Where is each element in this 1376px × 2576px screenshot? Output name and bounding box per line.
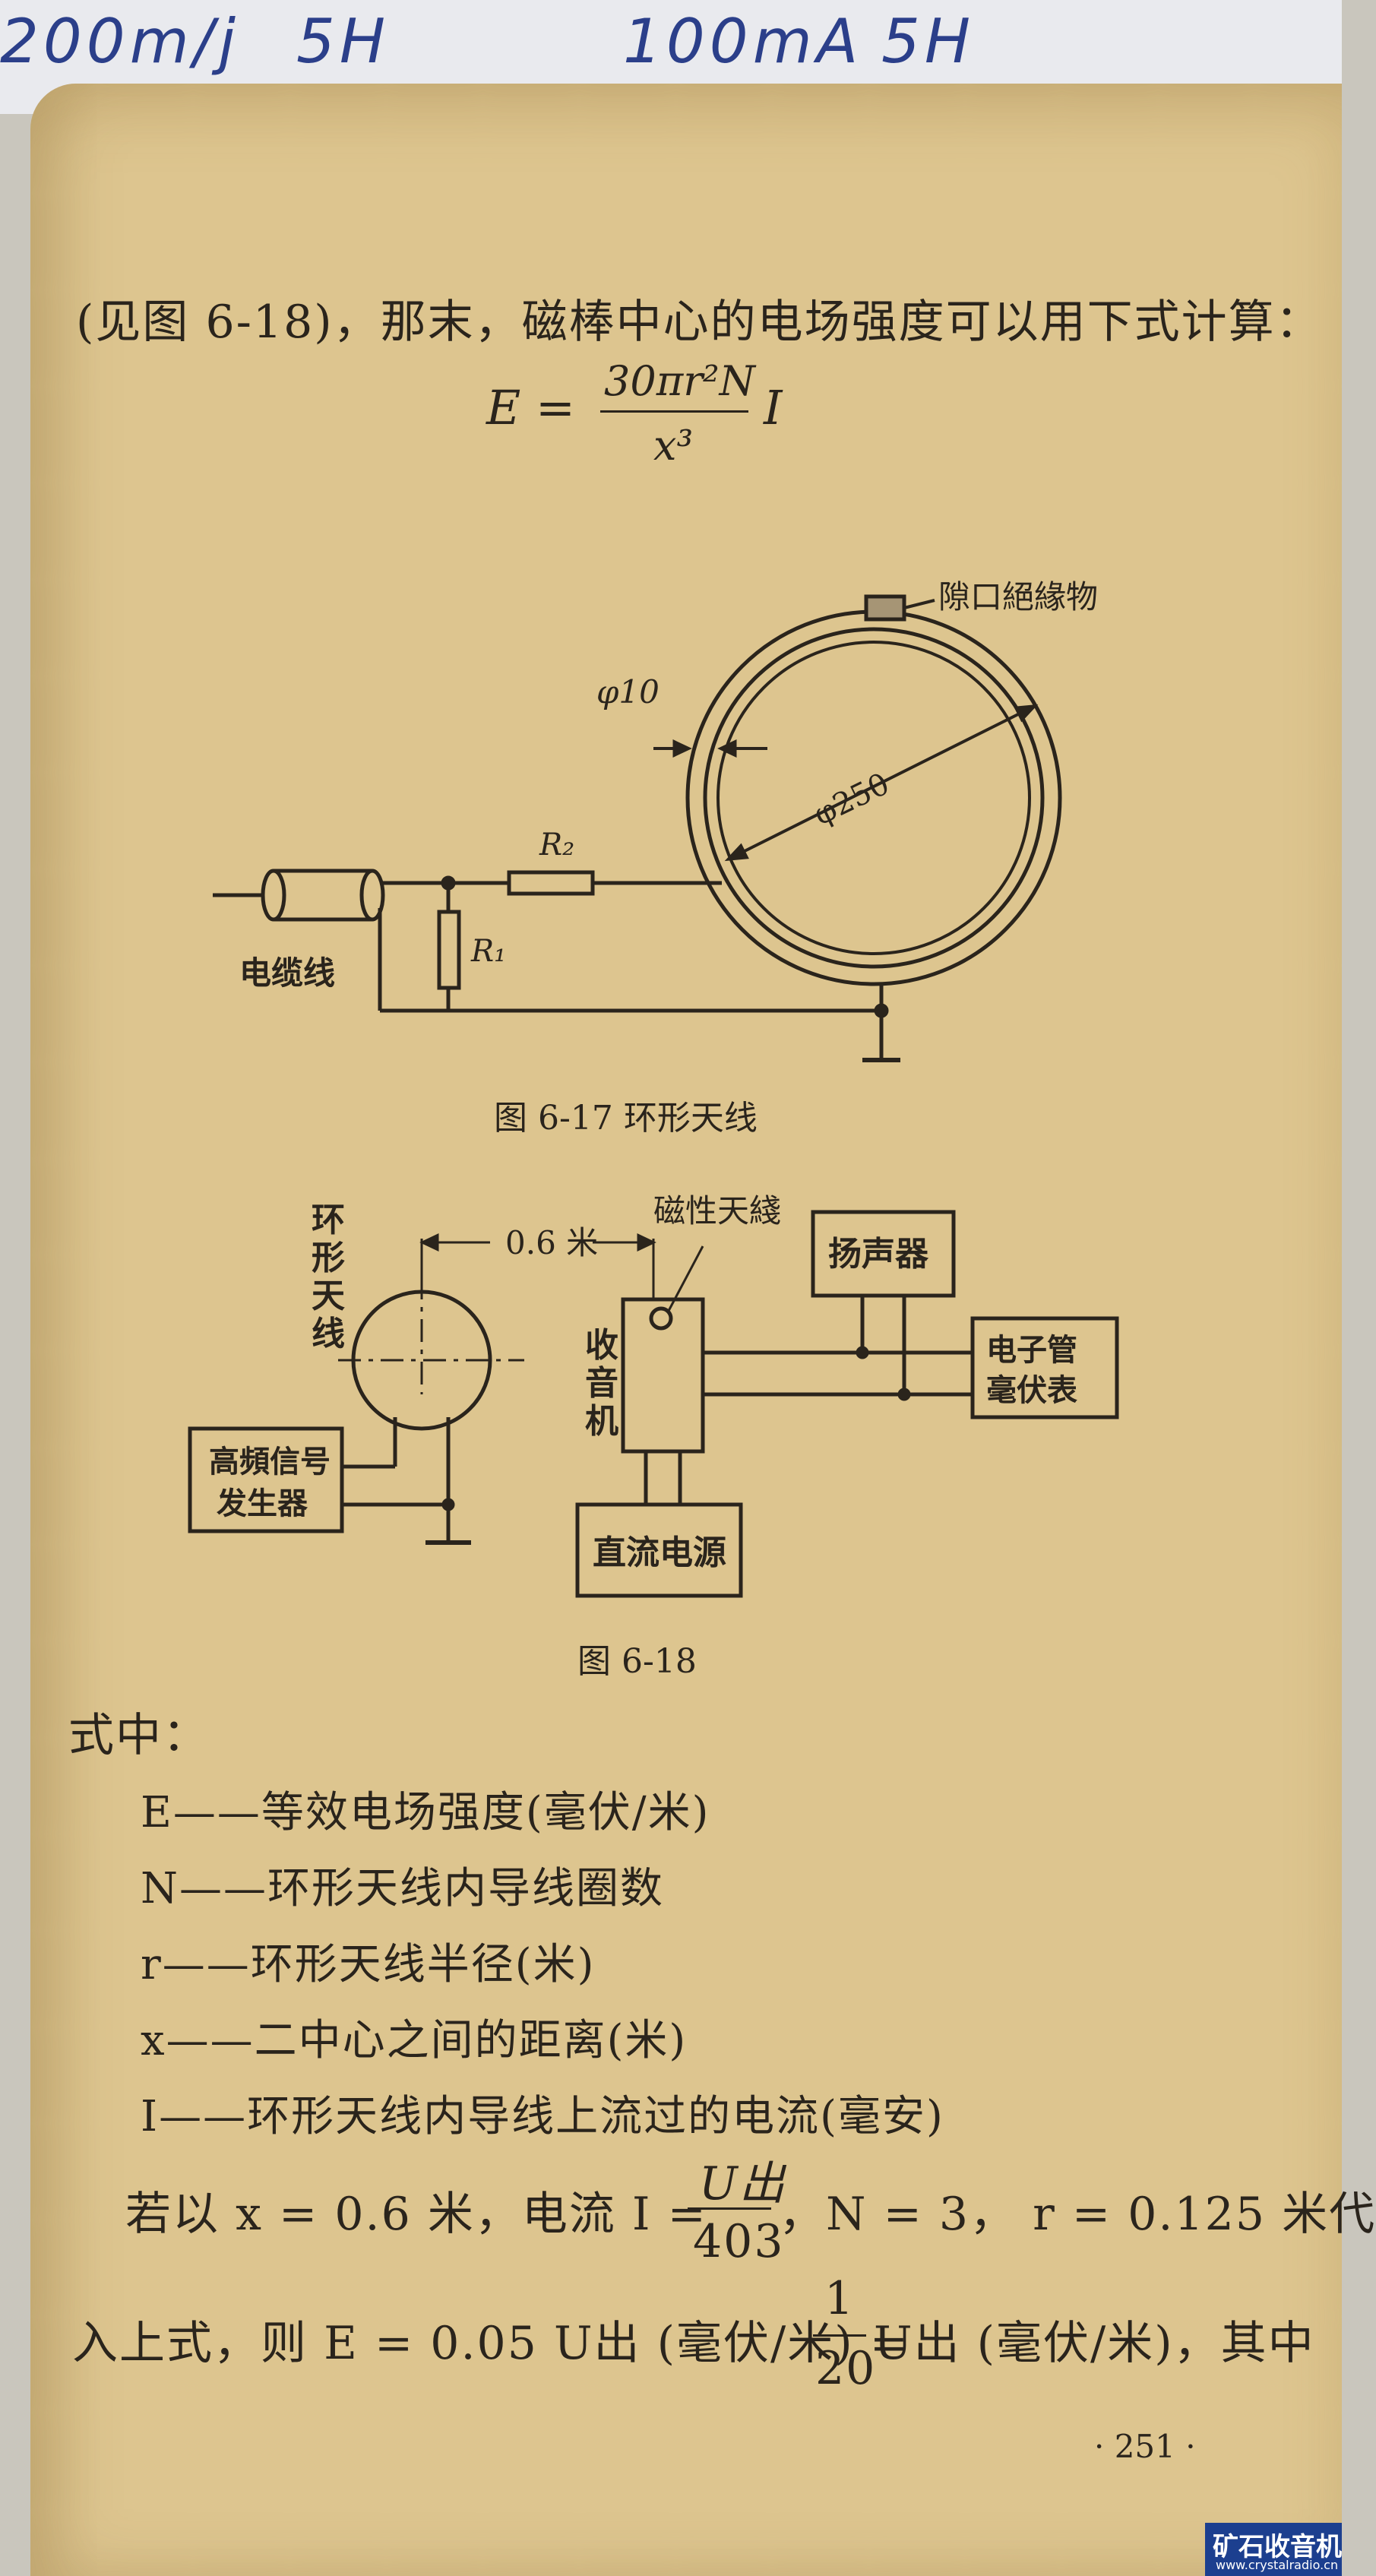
magnetic-antenna-symbol — [649, 1306, 673, 1331]
definition-i: I——环形天线内导线上流过的电流(毫安) — [141, 2092, 944, 2141]
receiver-label-2: 音 — [585, 1364, 618, 1403]
shizhong-label: 式中： — [68, 1709, 210, 1762]
fraction-2-denominator: 20 — [815, 2342, 877, 2395]
generator-label-line1: 高頻信号 — [209, 1444, 331, 1479]
output-node — [856, 1346, 869, 1359]
formula-numerator: 30πr²N — [604, 357, 755, 405]
gap-leader — [903, 599, 935, 609]
fraction-1-denominator: 403 — [693, 2215, 785, 2268]
handwritten-note: 200m/j — [0, 6, 240, 77]
watermark-badge: 矿石收音机 www.crystalradio.cn — [1205, 2523, 1342, 2576]
magnetic-antenna-leader — [667, 1245, 704, 1312]
phi10-label: φ10 — [596, 673, 660, 710]
phi250-line — [729, 705, 1034, 860]
cable-label: 电缆线 — [239, 954, 335, 992]
cable-body — [274, 869, 372, 922]
cable-end — [261, 869, 286, 922]
formula-rhs: I — [764, 380, 783, 435]
phi250-arrowhead-b — [1014, 704, 1039, 723]
speaker-label: 扬声器 — [828, 1235, 929, 1274]
substitution-text-2: 入上式，则 E = 0.05 U出 (毫伏/米) = — [72, 2317, 909, 2370]
dim-arrowhead-right — [637, 1233, 656, 1252]
handwritten-note: 5H — [881, 6, 976, 77]
cable-end — [359, 869, 385, 922]
loop-label-3: 天 — [312, 1277, 345, 1315]
dim-arrowhead-left — [419, 1233, 439, 1252]
figure-6-18-caption: 图 6-18 — [577, 1642, 697, 1681]
phi250-label: φ250 — [808, 767, 895, 833]
definition-e: E——等效电场强度(毫伏/米) — [141, 1788, 710, 1837]
gap-insulator — [864, 594, 906, 622]
figure-6-18: 0.6 米 磁性天綫 扬声器 电子管 毫伏表 高頻信号 发生器 直流电源 收 音… — [188, 1192, 1119, 1598]
r2-resistor — [507, 870, 595, 896]
meter-label-line2: 毫伏表 — [986, 1372, 1077, 1408]
r1-label: R₁ — [470, 934, 506, 969]
meter-label-line1: 电子管 — [986, 1332, 1077, 1368]
fraction-2-bar — [813, 2334, 866, 2337]
formula-lhs: E = — [486, 380, 575, 435]
generator-box — [188, 1426, 344, 1533]
handwritten-note: 100mA — [623, 6, 863, 77]
phi10-arrowhead-left — [672, 739, 692, 758]
definition-n: N——环形天线内导线圈数 — [141, 1864, 664, 1913]
phi250-arrowhead-a — [724, 843, 749, 862]
generator-label-line2: 发生器 — [217, 1486, 308, 1521]
fraction-1-bar — [688, 2207, 771, 2210]
loop-inner-ring — [703, 627, 1045, 969]
ground-node — [874, 1003, 889, 1018]
substitution-text-1: 若以 x = 0.6 米，电流 I = — [125, 2188, 707, 2241]
dc-power-box — [575, 1502, 743, 1598]
output-node — [897, 1388, 911, 1401]
loop-leads — [393, 1417, 451, 1505]
substitution-text-1-tail: ，N = 3， r = 0.125 米代 — [779, 2188, 1376, 2241]
loop-label-4: 线 — [312, 1315, 345, 1353]
dc-power-label: 直流电源 — [593, 1533, 726, 1572]
watermark-brand: 矿石收音机 — [1213, 2532, 1342, 2562]
formula-fraction-bar — [600, 410, 748, 413]
fraction-2-numerator: 1 — [824, 2272, 856, 2325]
formula-denominator: x³ — [653, 422, 694, 470]
loop-inner-edge — [716, 641, 1031, 955]
speaker-box — [811, 1210, 956, 1298]
watermark-site: www.crystalradio.cn — [1216, 2558, 1339, 2572]
substitution-text-2-tail: U出 (毫伏/米)，其中 — [874, 2317, 1315, 2370]
loop-label-1: 环 — [312, 1201, 345, 1239]
handwritten-note: 5H — [296, 6, 391, 77]
receiver-box — [621, 1297, 705, 1454]
fraction-1-numerator: U出 — [699, 2157, 786, 2210]
handwritten-notes: 200m/j 5H 100mA 5H — [0, 6, 1342, 97]
magnetic-antenna-label: 磁性天綫 — [653, 1192, 781, 1229]
gap-insulator-label: 隙口絕緣物 — [938, 578, 1098, 616]
page-number: · 251 · — [1094, 2428, 1196, 2465]
r2-label: R₂ — [539, 828, 574, 862]
figure-6-17: 隙口絕緣物 φ10 φ250 R₂ R₁ 电缆线 — [213, 578, 1098, 1062]
receiver-label-3: 机 — [585, 1402, 618, 1441]
receiver-label-1: 收 — [585, 1326, 618, 1365]
distance-label: 0.6 米 — [505, 1224, 598, 1261]
phi10-arrowhead-right — [717, 739, 737, 758]
meter-box — [970, 1316, 1119, 1419]
definition-r: r——环形天线半径(米) — [141, 1940, 596, 1989]
definition-x: x——二中心之间的距离(米) — [141, 2016, 688, 2065]
figure-6-17-caption: 图 6-17 环形天线 — [494, 1099, 758, 1138]
loop-label-2: 形 — [312, 1239, 345, 1277]
intro-text: (见图 6-18)，那末，磁棒中心的电场强度可以用下式计算： — [76, 296, 1323, 349]
r1-resistor — [437, 910, 461, 990]
